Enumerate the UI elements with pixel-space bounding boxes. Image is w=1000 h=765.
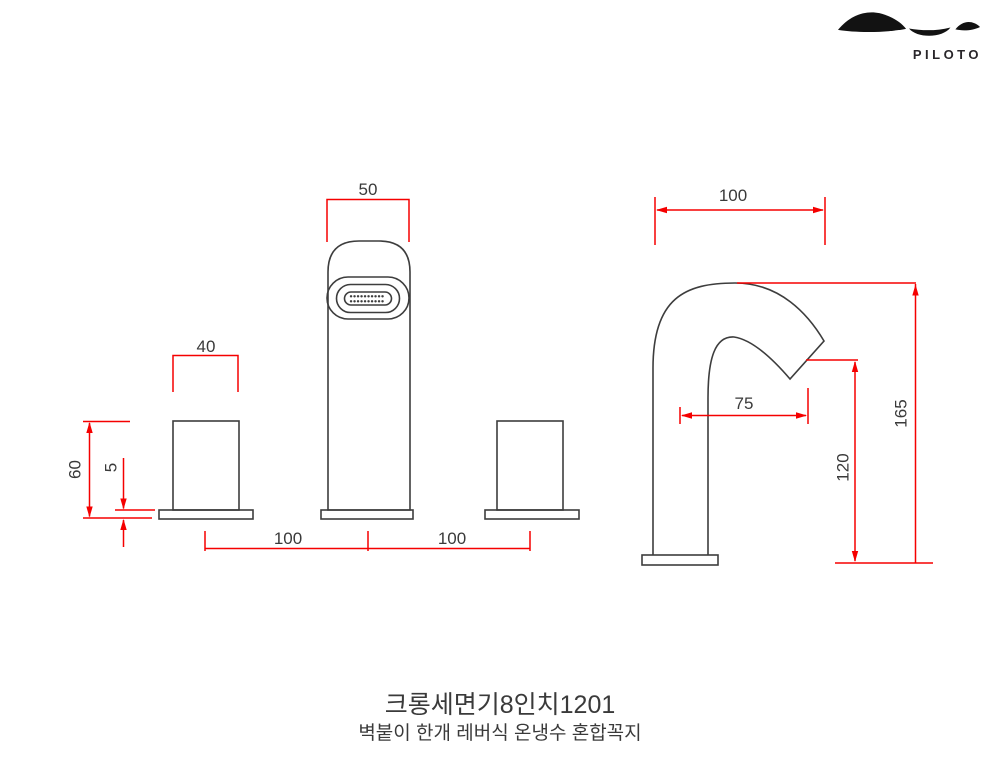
dim-handle-width-label: 40 xyxy=(196,337,216,356)
dim-spout-width-label: 50 xyxy=(358,180,378,199)
dim-right-spacing-label: 100 xyxy=(437,529,467,548)
front-view-drawing xyxy=(158,240,580,520)
brand-name: PILOTO xyxy=(912,47,982,62)
product-title: 크롱세면기8인치1201 xyxy=(384,691,616,719)
brand-wave-icon xyxy=(837,12,981,36)
product-subtitle: 벽붙이 한개 레버식 온냉수 혼합꼭지 xyxy=(358,723,642,744)
front-dimension-lines xyxy=(83,198,531,551)
dim-handle-height-label: 60 xyxy=(65,460,85,479)
dim-plate-thickness-label: 5 xyxy=(101,462,121,473)
dim-outlet-offset-label: 75 xyxy=(734,394,754,413)
side-dimension-lines xyxy=(654,197,933,564)
dim-left-spacing-label: 100 xyxy=(273,529,303,548)
dim-spout-span-label: 100 xyxy=(718,186,748,205)
dim-total-height-label: 165 xyxy=(891,399,911,428)
dim-outlet-height-label: 120 xyxy=(833,453,853,482)
brand-logo: PILOTO xyxy=(836,9,984,62)
side-view-drawing xyxy=(641,282,825,566)
